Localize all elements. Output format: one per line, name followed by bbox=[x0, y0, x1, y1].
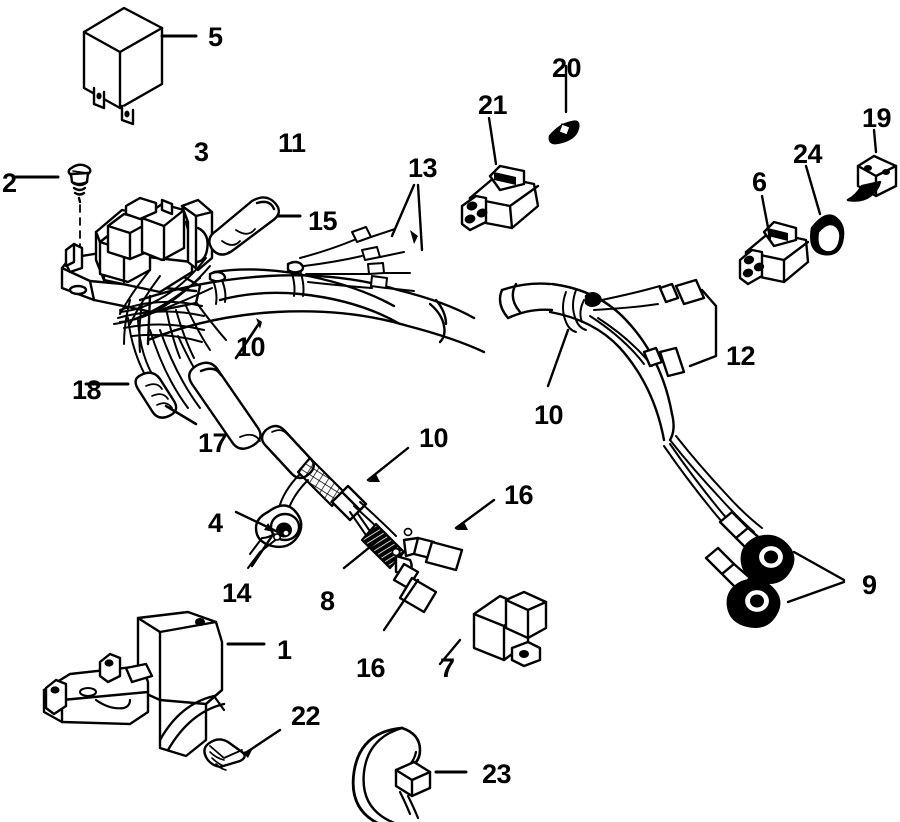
callout-8: 8 bbox=[320, 586, 335, 616]
callout-4: 4 bbox=[208, 508, 223, 538]
part-three-pin-connector-upper bbox=[460, 116, 540, 232]
part-three-pin-connector-lower bbox=[738, 194, 810, 286]
callout-15: 15 bbox=[308, 206, 338, 236]
part-wire-clip bbox=[548, 64, 580, 145]
callout-7: 7 bbox=[440, 653, 455, 683]
callout-21: 21 bbox=[478, 90, 508, 120]
part-retaining-clamp bbox=[351, 726, 468, 822]
callout-1: 1 bbox=[277, 635, 292, 665]
part-relay-holder-block bbox=[60, 196, 214, 314]
callout-19: 19 bbox=[862, 103, 892, 133]
part-blade-terminal-pair bbox=[642, 278, 718, 378]
part-terminal-sleeve bbox=[188, 361, 262, 450]
callout-16-b: 16 bbox=[356, 653, 386, 683]
callout-22: 22 bbox=[291, 701, 321, 731]
part-relay bbox=[82, 6, 198, 126]
callout-10-c: 10 bbox=[419, 423, 449, 453]
callout-13: 13 bbox=[408, 153, 438, 183]
harness-right-trunk bbox=[498, 282, 675, 442]
callout-11: 11 bbox=[278, 128, 306, 158]
callout-6: 6 bbox=[752, 167, 767, 197]
callout-10-b: 10 bbox=[534, 400, 564, 430]
callout-20: 20 bbox=[552, 53, 582, 83]
callout-17: 17 bbox=[198, 428, 228, 458]
part-relay-socket-cover bbox=[438, 590, 548, 668]
callout-9: 9 bbox=[862, 570, 877, 600]
part-rubber-boot bbox=[208, 196, 302, 256]
callout-2: 2 bbox=[2, 168, 17, 198]
part-push-in-fastener bbox=[846, 128, 898, 202]
callout-3: 3 bbox=[194, 137, 209, 167]
part-triangular-grommet bbox=[804, 164, 845, 256]
part-mounting-bracket bbox=[42, 610, 266, 758]
part-bullet-connector-lead bbox=[84, 371, 198, 426]
part-screw-lower bbox=[203, 728, 282, 771]
callout-23: 23 bbox=[482, 759, 512, 789]
callout-18: 18 bbox=[72, 375, 102, 405]
part-lower-center-branch bbox=[234, 424, 496, 632]
callout-24: 24 bbox=[793, 139, 823, 169]
callout-5: 5 bbox=[208, 22, 223, 52]
callout-12: 12 bbox=[726, 341, 756, 371]
part-main-sleeve-center bbox=[138, 260, 486, 360]
callout-14: 14 bbox=[222, 578, 252, 608]
callout-16-a: 16 bbox=[504, 480, 534, 510]
callout-10-a: 10 bbox=[236, 332, 266, 362]
part-bullet-terminals bbox=[299, 183, 424, 292]
part-ring-terminal-leads bbox=[663, 435, 846, 628]
